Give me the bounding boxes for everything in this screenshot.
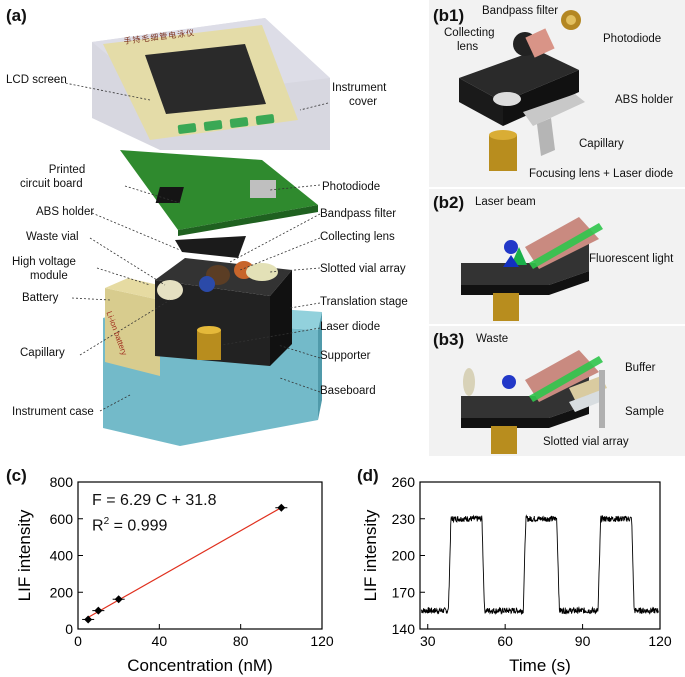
leader-lines: [49, 79, 329, 412]
label-baseboard: Baseboard: [320, 385, 376, 397]
chart-d-xtick-label: 30: [420, 633, 436, 649]
chart-c-point: [94, 606, 103, 615]
abs-holder: [175, 236, 246, 258]
optical-module: [155, 258, 292, 366]
label-abs-holder: ABS holder: [36, 206, 95, 218]
panel-label-b1: (b1): [433, 6, 465, 25]
chart-c-xtick-label: 0: [74, 633, 82, 649]
label-b2-fluorescent: Fluorescent light: [589, 253, 674, 265]
panel-label-b3: (b3): [433, 330, 465, 349]
label-high-voltage-1: High voltage: [12, 256, 76, 268]
chart-c-xtick-label: 120: [310, 633, 334, 649]
label-b1-capillary: Capillary: [579, 138, 624, 150]
chart-d-xtick-label: 90: [575, 633, 591, 649]
chart-c-ytick-label: 400: [50, 548, 74, 564]
r-squared-prefix: R: [92, 517, 104, 535]
label-b1-collecting-1: Collecting: [444, 27, 495, 39]
instrument-cover: [92, 18, 330, 150]
chart-d-frame: [419, 481, 661, 630]
label-translation-stage: Translation stage: [320, 296, 408, 308]
chart-c-xtick-label: 40: [152, 633, 168, 649]
chart-d-ylabel: LIF intensity: [361, 509, 380, 601]
panel-b1: (b1) Bandpass filter Collecting lens Pho…: [429, 0, 685, 187]
label-capillary: Capillary: [20, 347, 65, 359]
label-high-voltage-2: module: [30, 270, 68, 282]
panel-b2-illustration: [461, 217, 603, 321]
chart-c-xlabel: Concentration (nM): [127, 656, 273, 675]
chart-c-xtick-label: 80: [233, 633, 249, 649]
chart-c-ytick-label: 800: [50, 474, 74, 490]
chart-c-point: [114, 595, 123, 604]
panel-b2: (b2) Laser beam Fluorescent light: [429, 189, 685, 324]
label-b3-sample: Sample: [625, 406, 664, 418]
label-b1-abs: ABS holder: [615, 94, 674, 106]
chart-c-point: [277, 503, 286, 512]
label-instrument-case: Instrument case: [12, 406, 94, 418]
chart-c-point: [84, 615, 93, 624]
label-instrument-cover-1: Instrument: [332, 82, 387, 94]
chart-c-ytick-label: 600: [50, 511, 74, 527]
chart-c-ytick-label: 200: [50, 584, 74, 600]
label-collecting-lens: Collecting lens: [320, 231, 395, 243]
panel-label-b2: (b2): [433, 193, 465, 212]
chart-d-ytick-label: 170: [392, 584, 416, 600]
label-b1-photodiode: Photodiode: [603, 33, 662, 45]
label-lcd-screen: LCD screen: [6, 74, 67, 86]
chart-d-xlabel: Time (s): [509, 656, 571, 675]
fit-equation: F = 6.29 C + 31.8: [92, 492, 217, 509]
panel-b1-illustration: [459, 10, 585, 171]
panel-b3: (b3) Waste Buffer Sample Slotted vial ar…: [429, 326, 685, 456]
label-b3-buffer: Buffer: [625, 362, 656, 374]
label-b1-collecting-2: lens: [457, 41, 479, 53]
label-photodiode: Photodiode: [322, 181, 381, 193]
label-b3-slotted: Slotted vial array: [543, 436, 629, 448]
chart-c-ylabel: LIF intensity: [15, 509, 34, 601]
chart-d-ytick-label: 200: [392, 548, 416, 564]
chart-d-ytick-label: 260: [392, 474, 416, 490]
panel-a: (a) 手持毛细管电泳仪 Li-ion battery LCD screen I…: [0, 0, 425, 452]
r-squared: R2 = 0.999: [92, 516, 167, 535]
r-squared-sup: 2: [103, 516, 110, 527]
label-pcb-2: circuit board: [20, 178, 83, 190]
label-instrument-cover-2: cover: [349, 96, 378, 108]
label-b2-laser-beam: Laser beam: [475, 196, 536, 208]
label-bandpass-filter: Bandpass filter: [320, 208, 397, 220]
label-waste-vial: Waste vial: [26, 231, 79, 243]
label-b1-focusing: Focusing lens + Laser diode: [529, 168, 674, 180]
label-slotted-vial-array: Slotted vial array: [320, 263, 406, 275]
panel-b3-illustration: [461, 350, 607, 454]
label-supporter: Supporter: [320, 350, 371, 362]
chart-d-ytick-label: 230: [392, 511, 416, 527]
r-squared-value: = 0.999: [109, 517, 168, 535]
label-pcb-1: Printed: [48, 164, 86, 176]
panel-a-illustration: [49, 18, 330, 446]
chart-d-trace: [420, 514, 659, 616]
pcb: [120, 150, 318, 236]
panel-label-a: (a): [6, 6, 27, 25]
chart-c-ytick-label: 0: [65, 621, 73, 637]
label-laser-diode: Laser diode: [320, 321, 381, 333]
label-b3-waste: Waste: [476, 333, 509, 345]
chart-d-xtick-label: 120: [648, 633, 672, 649]
panel-label-d: (d): [357, 466, 379, 485]
panel-label-c: (c): [6, 466, 27, 485]
chart-d-ytick-label: 140: [392, 621, 416, 637]
label-b1-bandpass: Bandpass filter: [482, 5, 559, 17]
chart-d-xtick-label: 60: [497, 633, 513, 649]
label-battery: Battery: [22, 292, 59, 304]
